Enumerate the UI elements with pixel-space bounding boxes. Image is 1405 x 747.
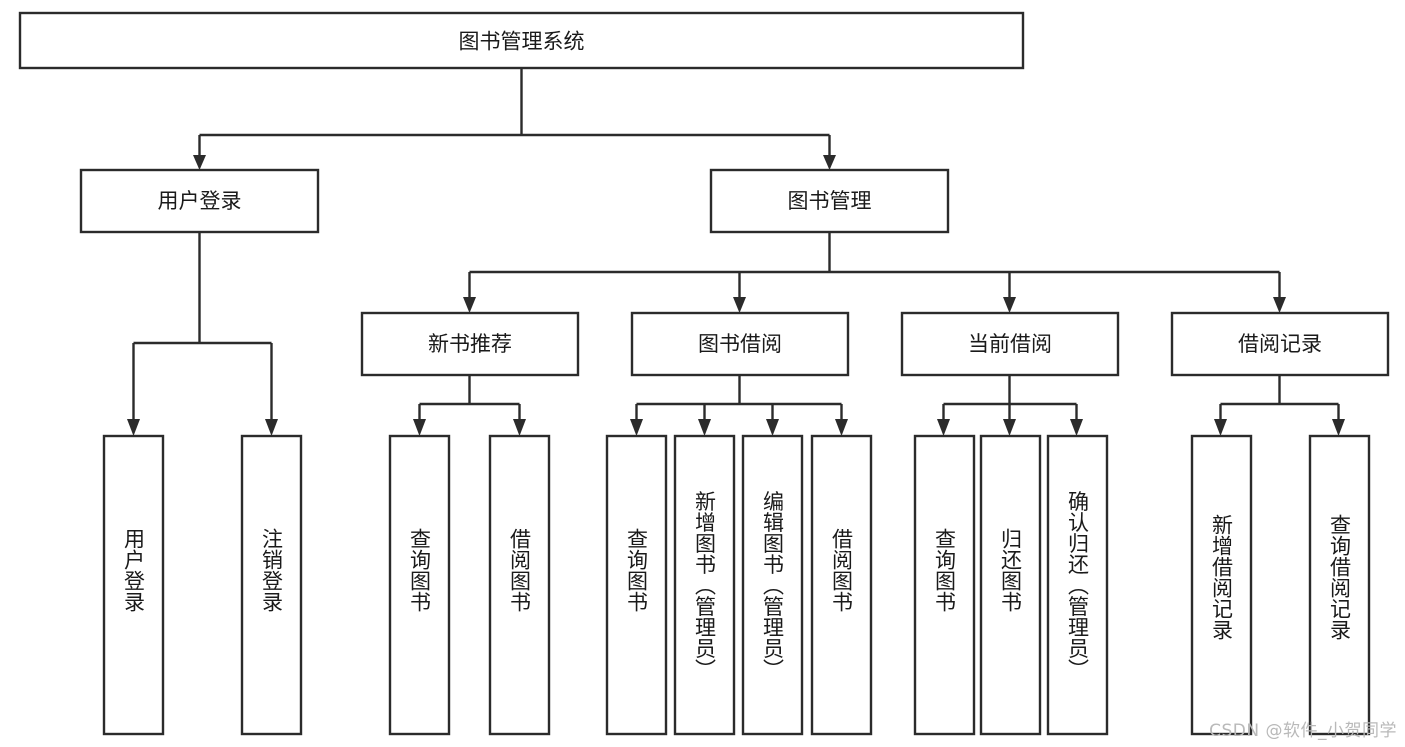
node-root-system-label: 图书管理系统	[459, 30, 585, 54]
node-borrow-record-box[interactable]	[1170, 311, 1390, 377]
arrowhead-new-book	[463, 297, 476, 313]
node-borrow-record[interactable]: 借阅记录	[1170, 311, 1390, 377]
leaf-user-login-1-box[interactable]	[102, 434, 165, 736]
node-user-login[interactable]: 用户登录	[79, 168, 320, 234]
node-new-book-recommend-label: 新书推荐	[428, 332, 512, 356]
leaf-borrow-record-2[interactable]: 查询借阅记录	[1308, 434, 1371, 736]
leaf-current-borrow-3-label: 确认归还（管理员）	[1066, 491, 1090, 680]
leaf-new-book-1-box[interactable]	[388, 434, 451, 736]
arrowhead-leaf-borrow-record-1	[1214, 419, 1227, 436]
leaf-book-borrow-3-label: 编辑图书（管理员）	[761, 491, 785, 680]
arrowhead-leaf-current-borrow-1	[937, 419, 950, 436]
node-root-system-box[interactable]	[18, 11, 1025, 70]
arrowhead-leaf-new-book-1	[413, 419, 426, 436]
leaf-book-borrow-3-box[interactable]	[741, 434, 804, 736]
leaf-borrow-record-1-label: 新增借阅记录	[1210, 514, 1234, 640]
node-current-borrow-label: 当前借阅	[968, 332, 1052, 356]
leaf-user-login-1[interactable]: 用户登录	[102, 434, 165, 736]
leaf-current-borrow-2-box[interactable]	[979, 434, 1042, 736]
leaf-new-book-2-box[interactable]	[488, 434, 551, 736]
arrowhead-leaf-new-book-2	[513, 419, 526, 436]
node-user-login-box[interactable]	[79, 168, 320, 234]
leaf-borrow-record-2-box[interactable]	[1308, 434, 1371, 736]
leaf-new-book-1-label: 查询图书	[408, 528, 432, 612]
arrowhead-leaf-book-borrow-4	[835, 419, 848, 436]
leaf-book-borrow-1-box[interactable]	[605, 434, 668, 736]
node-current-borrow[interactable]: 当前借阅	[900, 311, 1120, 377]
leaf-book-borrow-3[interactable]: 编辑图书（管理员）	[741, 434, 804, 736]
arrowhead-user-login	[193, 155, 206, 170]
node-new-book-recommend[interactable]: 新书推荐	[360, 311, 580, 377]
leaf-current-borrow-1-box[interactable]	[913, 434, 976, 736]
leaf-current-borrow-3-box[interactable]	[1046, 434, 1109, 736]
node-book-borrow[interactable]: 图书借阅	[630, 311, 850, 377]
arrowhead-leaf-book-borrow-3	[766, 419, 779, 436]
node-book-borrow-box[interactable]	[630, 311, 850, 377]
leaf-current-borrow-1[interactable]: 查询图书	[913, 434, 976, 736]
leaf-book-borrow-1[interactable]: 查询图书	[605, 434, 668, 736]
leaf-current-borrow-1-label: 查询图书	[933, 528, 957, 612]
leaf-book-borrow-2-box[interactable]	[673, 434, 736, 736]
arrowhead-leaf-book-borrow-1	[630, 419, 643, 436]
leaf-new-book-1[interactable]: 查询图书	[388, 434, 451, 736]
arrowhead-leaf-book-borrow-2	[698, 419, 711, 436]
arrowhead-leaf-user-login-1	[127, 419, 140, 436]
leaf-book-borrow-4[interactable]: 借阅图书	[810, 434, 873, 736]
leaf-user-login-2-label: 注销登录	[260, 528, 284, 612]
node-new-book-recommend-box[interactable]	[360, 311, 580, 377]
arrowhead-current-borrow	[1003, 297, 1016, 313]
leaf-borrow-record-2-label: 查询借阅记录	[1328, 514, 1352, 640]
leaf-book-borrow-1-label: 查询图书	[625, 528, 649, 612]
leaf-current-borrow-3[interactable]: 确认归还（管理员）	[1046, 434, 1109, 736]
arrowhead-book-borrow	[733, 297, 746, 313]
connector-layer	[127, 68, 1345, 436]
leaf-new-book-2[interactable]: 借阅图书	[488, 434, 551, 736]
node-book-manage[interactable]: 图书管理	[709, 168, 950, 234]
node-user-login-label: 用户登录	[158, 189, 242, 213]
leaf-current-borrow-2-label: 归还图书	[999, 528, 1023, 612]
leaf-book-borrow-4-label: 借阅图书	[830, 528, 854, 612]
arrowhead-leaf-borrow-record-2	[1332, 419, 1345, 436]
arrowhead-leaf-current-borrow-2	[1003, 419, 1016, 436]
arrowhead-leaf-current-borrow-3	[1070, 419, 1083, 436]
node-borrow-record-label: 借阅记录	[1238, 332, 1322, 356]
leaf-user-login-2[interactable]: 注销登录	[240, 434, 303, 736]
arrowhead-borrow-record	[1273, 297, 1286, 313]
node-current-borrow-box[interactable]	[900, 311, 1120, 377]
leaf-current-borrow-2[interactable]: 归还图书	[979, 434, 1042, 736]
leaf-book-borrow-2-label: 新增图书（管理员）	[693, 491, 717, 680]
leaf-borrow-record-1-box[interactable]	[1190, 434, 1253, 736]
leaf-new-book-2-label: 借阅图书	[508, 528, 532, 612]
leaf-user-login-1-label: 用户登录	[122, 528, 146, 612]
leaf-book-borrow-4-box[interactable]	[810, 434, 873, 736]
arrowhead-leaf-user-login-2	[265, 419, 278, 436]
node-book-borrow-label: 图书借阅	[698, 332, 782, 356]
leaf-book-borrow-2[interactable]: 新增图书（管理员）	[673, 434, 736, 736]
node-root-system[interactable]: 图书管理系统	[18, 11, 1025, 70]
node-book-manage-box[interactable]	[709, 168, 950, 234]
node-book-manage-label: 图书管理	[788, 189, 872, 213]
arrowhead-book-manage	[823, 155, 836, 170]
leaf-borrow-record-1[interactable]: 新增借阅记录	[1190, 434, 1253, 736]
leaf-user-login-2-box[interactable]	[240, 434, 303, 736]
